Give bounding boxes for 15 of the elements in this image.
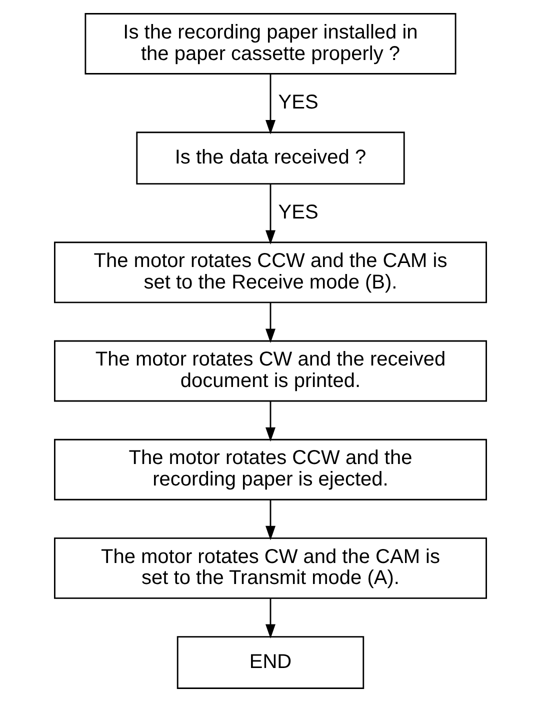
node-box: The motor rotates CW and the received document is printed. — [54, 340, 486, 402]
node-box: The motor rotates CW and the CAM is set to the Transmit mode (A). — [54, 538, 486, 599]
node-box: The motor rotates CCW and the recording paper is ejected. — [54, 438, 486, 500]
arrow — [265, 401, 275, 442]
arrow — [265, 74, 275, 134]
node-box: Is the recording paper installed in the paper cassette properly ? — [84, 13, 456, 74]
arrow — [265, 184, 275, 245]
node-box: The motor rotates CCW and the CAM is set to the Receive mode (B). — [54, 242, 486, 304]
arrow — [265, 598, 275, 639]
arrow — [265, 302, 275, 344]
edge-label: YES — [278, 201, 318, 224]
edge-label: YES — [278, 91, 318, 114]
node-box: END — [176, 636, 364, 689]
node-box: Is the data received ? — [136, 132, 404, 185]
arrow — [265, 500, 275, 540]
